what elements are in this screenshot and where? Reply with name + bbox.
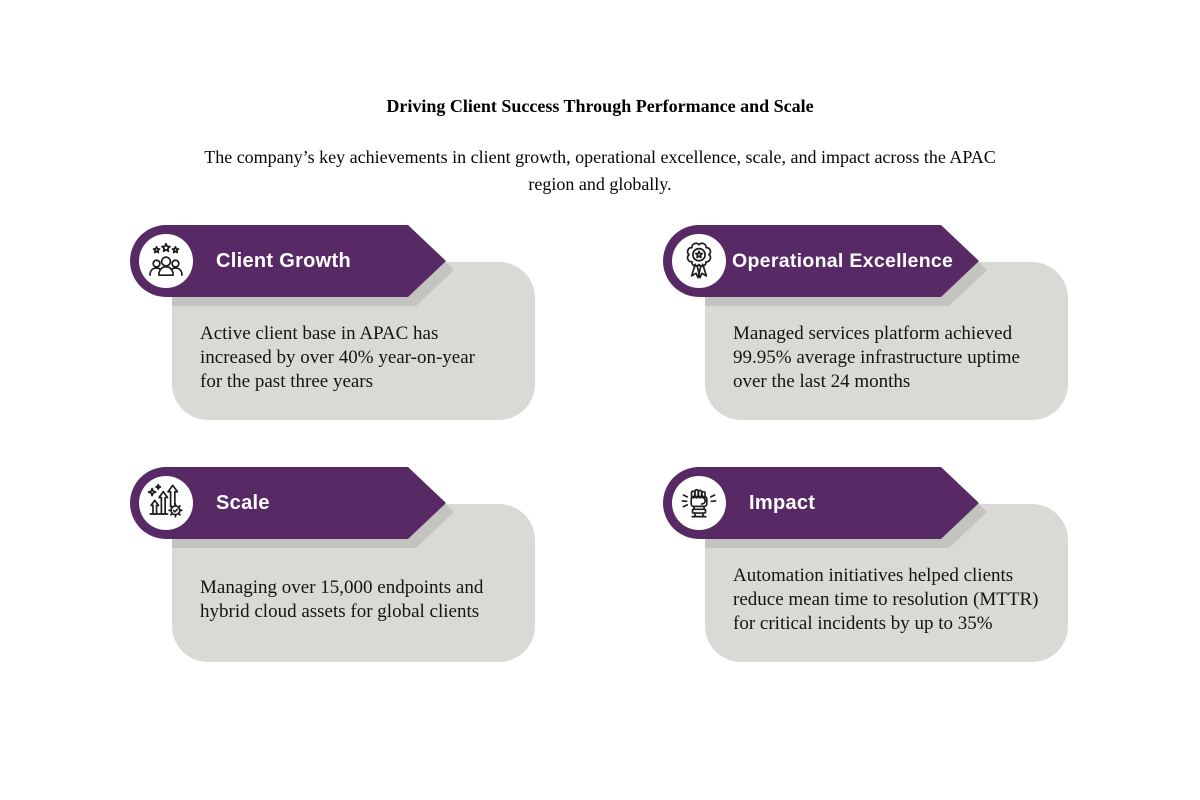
banner-label: Operational Excellence (732, 249, 954, 272)
banner-arrow (130, 225, 446, 297)
banner-label: Scale (216, 491, 270, 514)
card-text: Managed services platform achieved 99.95… (733, 322, 1020, 392)
icon-circle (139, 234, 193, 288)
card-client-growth: Active client base in APAC has increased… (130, 225, 540, 425)
banner-arrow (663, 467, 979, 539)
banner-arrow (663, 225, 979, 297)
banner-label: Impact (749, 491, 816, 514)
card-operational-excellence: Managed services platform achieved 99.95… (663, 225, 1073, 425)
banner-label: Client Growth (216, 249, 352, 272)
card-text: Active client base in APAC has increased… (200, 322, 475, 392)
people-stars-icon (149, 242, 183, 277)
medal-icon (686, 242, 712, 279)
growth-arrows-gear-icon (147, 483, 183, 518)
page-subtitle: The company’s key achievements in client… (204, 147, 996, 194)
card-impact: Automation initiatives helped clients re… (663, 467, 1073, 667)
icon-circle (139, 476, 193, 530)
page-title: Driving Client Success Through Performan… (386, 96, 814, 116)
raised-fist-icon (681, 488, 717, 518)
card-text: Automation initiatives helped clients re… (733, 564, 1039, 634)
icon-circle (672, 476, 726, 530)
card-text: Managing over 15,000 endpoints and hybri… (200, 576, 484, 622)
banner-arrow (130, 467, 446, 539)
icon-circle (672, 234, 726, 288)
card-scale: Managing over 15,000 endpoints and hybri… (130, 467, 540, 667)
